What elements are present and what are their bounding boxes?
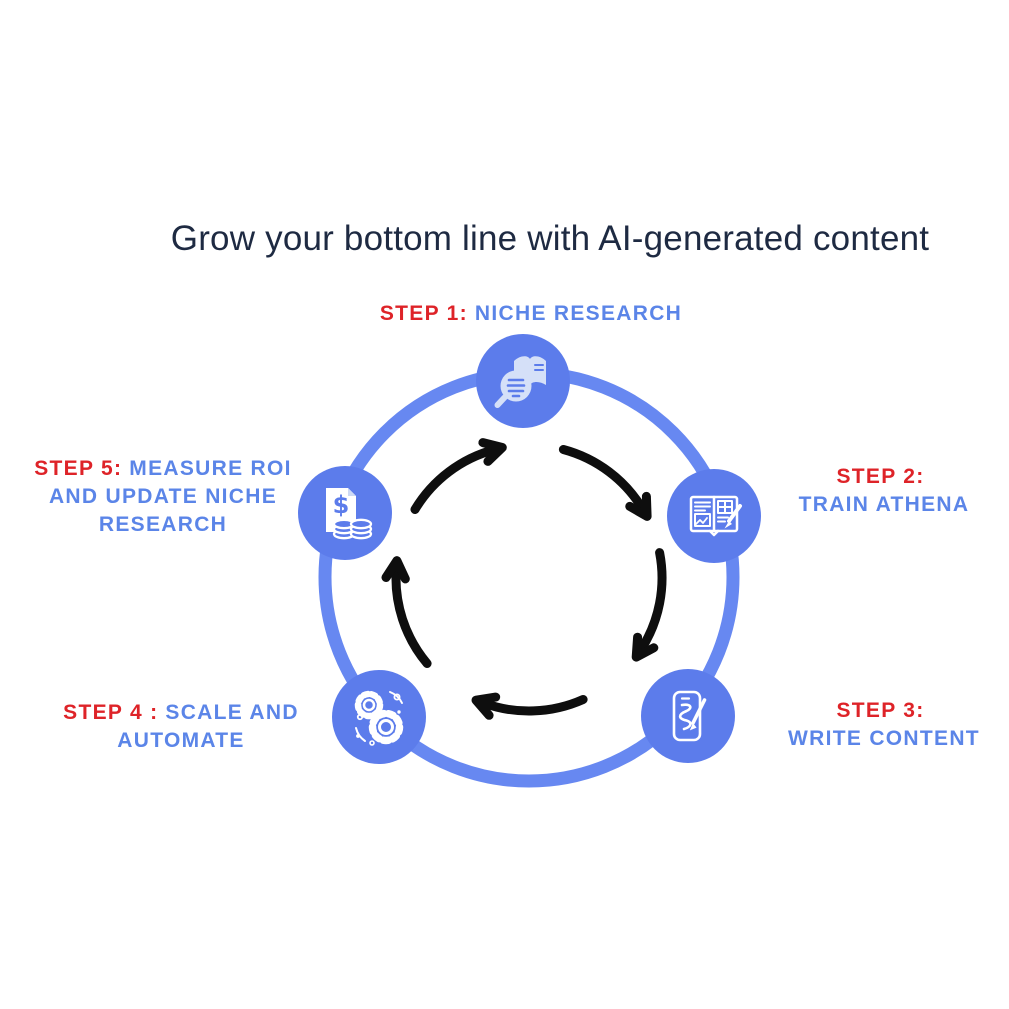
step-5-text-line2: AND UPDATE NICHE [48,485,278,508]
step-3-circle [641,669,735,763]
step-5-node: $ [298,466,392,560]
step-3-label: STEP 3: WRITE CONTENT [760,697,1008,753]
automation-gears-icon [354,690,404,746]
cycle-arrow [391,564,432,668]
step-1-label: STEP 1: NICHE RESEARCH [281,300,781,328]
step-2-label: STEP 2: TRAIN ATHENA [764,463,1004,519]
training-book-icon [689,495,742,537]
step-5-text-line1: MEASURE ROI [129,457,292,480]
step-5-label: STEP 5: MEASURE ROI AND UPDATE NICHE RESE… [13,455,313,539]
svg-text:$: $ [333,491,350,519]
step-3-node [641,669,735,763]
cycle-arrowhead-icon [478,438,507,466]
cycle-arrowhead-icon [631,632,659,662]
step-2-prefix: STEP 2: [836,465,925,488]
cycle-arrowhead-icon [381,556,410,584]
step-1-text: NICHE RESEARCH [474,302,683,325]
cycle-arrowhead-icon [471,692,501,720]
write-content-icon [672,690,707,742]
cycle-arrow [636,548,667,655]
step-1-prefix: STEP 1: [379,302,468,325]
cycle-arrows [381,438,667,720]
cycle-arrowhead-icon [625,491,652,521]
step-3-prefix: STEP 3: [836,699,925,722]
step-4-text-line2: AUTOMATE [117,729,245,752]
label-line: STEP 1: NICHE RESEARCH [281,300,781,328]
step-2-text: TRAIN ATHENA [798,493,970,516]
step-5-text-line3: RESEARCH [98,513,228,536]
step-1-node [476,334,570,428]
step-3-text: WRITE CONTENT [788,727,980,750]
roi-money-icon: $ [326,488,373,540]
research-magnifier-icon [494,356,546,408]
step-4-node [332,670,426,764]
cycle-arrow [410,445,500,514]
cycle-arrow [479,695,588,716]
page-title: Grow your bottom line with AI-generated … [170,219,930,258]
cycle-arrow [558,445,648,514]
step-4-label: STEP 4 : SCALE AND AUTOMATE [31,699,331,755]
step-2-node [667,469,761,563]
step-4-prefix: STEP 4 : [63,701,159,724]
step-5-prefix: STEP 5: [34,457,123,480]
step-4-text-line1: SCALE AND [165,701,299,724]
